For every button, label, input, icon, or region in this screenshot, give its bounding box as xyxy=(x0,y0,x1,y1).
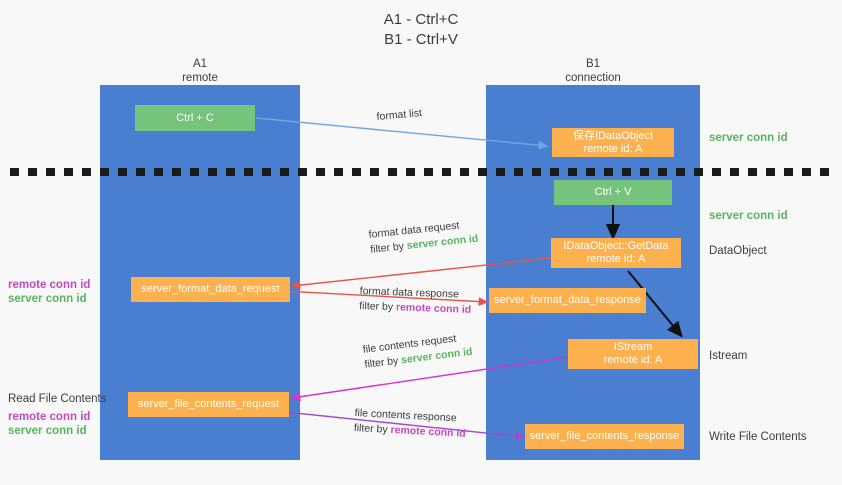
lane-a1-name: A1 xyxy=(192,58,208,70)
note-istream: Istream xyxy=(709,350,748,362)
box-server-format-data-response[interactable]: server_format_data_response xyxy=(489,288,646,313)
arrow-label-fdres-prefix: filter by xyxy=(359,299,397,314)
box-server-file-contents-response-label: server_file_contents_response xyxy=(529,430,680,442)
box-ctrl-v[interactable]: Ctrl + V xyxy=(554,180,672,205)
note-remote-conn-id-2: remote conn id xyxy=(8,411,91,423)
lane-a1-sub: remote xyxy=(182,72,218,84)
lane-b1-name: B1 xyxy=(585,58,601,70)
box-getdata-line2: remote id: A xyxy=(586,253,646,265)
arrow-label-file-contents-response: file contents response filter by remote … xyxy=(353,406,467,442)
box-idataobject[interactable]: 保存IDataObject remote id: A xyxy=(552,128,674,157)
box-ctrl-c-label: Ctrl + C xyxy=(176,111,214,124)
lane-header-a1: A1 remote xyxy=(100,57,300,85)
note-remote-conn-id-1: remote conn id xyxy=(8,279,91,291)
note-read-file-contents: Read File Contents xyxy=(8,393,107,405)
box-server-format-data-request-label: server_format_data_request xyxy=(141,283,280,295)
lane-b1-sub: connection xyxy=(565,72,621,84)
title-line-1: A1 - Ctrl+C xyxy=(383,11,459,28)
note-server-conn-id-mid: server conn id xyxy=(709,210,788,222)
box-istream[interactable]: IStream remote id: A xyxy=(568,339,698,369)
box-idataobject-getdata[interactable]: IDataObject::GetData remote id: A xyxy=(551,238,681,268)
box-server-file-contents-request-label: server_file_contents_request xyxy=(137,398,280,410)
box-getdata-line1: IDataObject::GetData xyxy=(563,240,669,252)
arrow-label-format-list-text: format list xyxy=(376,107,423,123)
arrow-label-fcres-conn: remote conn id xyxy=(390,423,467,440)
title-line-2: B1 - Ctrl+V xyxy=(384,31,458,48)
lane-header-b1: B1 connection xyxy=(486,57,700,85)
arrow-label-fcreq-prefix: filter by xyxy=(363,354,402,371)
arrow-label-format-data-request: format data request filter by server con… xyxy=(368,217,479,258)
arrow-label-fdres-conn: remote conn id xyxy=(395,301,472,316)
box-ctrl-c[interactable]: Ctrl + C xyxy=(135,105,255,131)
box-idataobject-line1: 保存IDataObject xyxy=(572,129,654,142)
box-istream-line2: remote id: A xyxy=(603,354,663,366)
box-server-format-data-request[interactable]: server_format_data_request xyxy=(131,277,290,302)
note-server-conn-id-1: server conn id xyxy=(8,293,87,305)
note-dataobject: DataObject xyxy=(709,245,767,257)
box-server-format-data-response-label: server_format_data_response xyxy=(494,294,641,306)
note-write-file-contents: Write File Contents xyxy=(709,431,807,443)
box-istream-line1: IStream xyxy=(613,341,653,353)
arrow-label-format-list: format list xyxy=(376,106,423,125)
box-server-file-contents-response[interactable]: server_file_contents_response xyxy=(525,424,684,449)
arrow-label-file-contents-request: file contents request filter by server c… xyxy=(362,330,473,373)
arrow-label-fcres-prefix: filter by xyxy=(353,421,391,436)
arrow-label-format-data-response: format data response filter by remote co… xyxy=(359,284,472,318)
page-title: A1 - Ctrl+C B1 - Ctrl+V xyxy=(0,10,842,50)
box-server-file-contents-request[interactable]: server_file_contents_request xyxy=(128,392,289,417)
arrow-label-fdreq-prefix: filter by xyxy=(369,240,408,256)
box-ctrl-v-label: Ctrl + V xyxy=(594,186,632,198)
box-idataobject-line2: remote id: A xyxy=(583,142,643,155)
arrow-label-fdres-line2: filter by remote conn id xyxy=(359,299,471,318)
note-server-conn-id-2: server conn id xyxy=(8,425,87,437)
note-server-conn-id-top: server conn id xyxy=(709,132,788,144)
